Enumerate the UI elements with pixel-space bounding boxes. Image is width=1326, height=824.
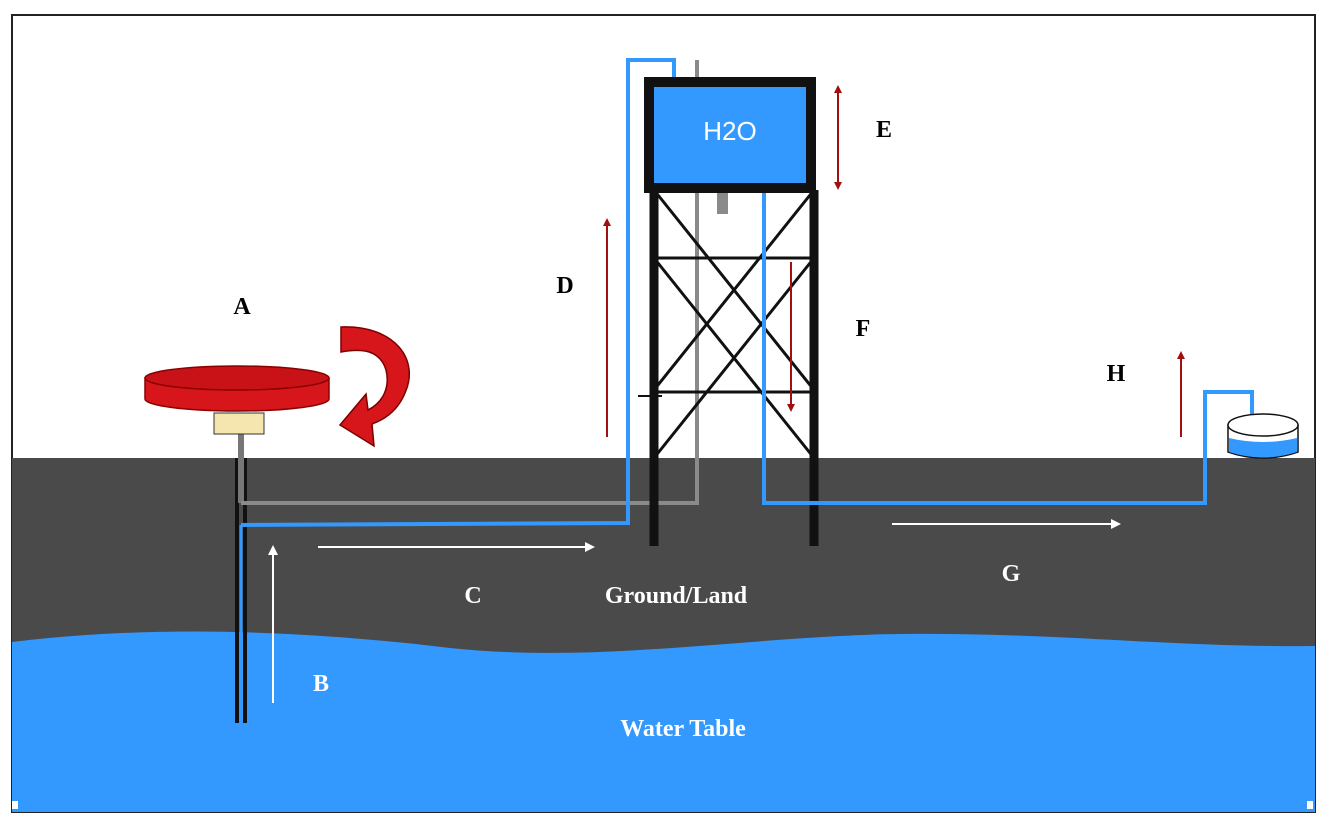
label-a: A [233, 294, 251, 320]
tower-brace [652, 257, 816, 459]
cup-water [1229, 438, 1297, 458]
label-e: E [876, 117, 892, 143]
water-table-label: Water Table [620, 716, 746, 742]
curved-rotation-arrow-icon [338, 326, 410, 448]
label-b: B [313, 671, 329, 697]
blue-distribution-pipe [762, 193, 1254, 505]
label-c: C [464, 583, 481, 609]
water-tank [644, 77, 816, 193]
label-f: F [856, 316, 871, 342]
corner-mark-right [1307, 801, 1313, 809]
tower-brace [652, 189, 816, 391]
cup-rim [1227, 413, 1299, 437]
label-g: G [1002, 561, 1021, 587]
water-tank-icon: H2O [644, 77, 816, 193]
turbine-disc-top [144, 365, 330, 391]
label-h: H [1107, 361, 1126, 387]
blue-supply-pipe [240, 58, 676, 527]
gray-return-pipe [241, 60, 699, 505]
wind-turbine-disc-icon [144, 365, 330, 435]
ground-label: Ground/Land [605, 583, 748, 609]
rotation-arrow-band [338, 326, 410, 448]
water-table-layer [12, 631, 1315, 812]
gray-outlet-stub [717, 193, 728, 214]
label-d: D [556, 273, 573, 299]
water-cup-icon [1227, 413, 1299, 459]
tank-label: H2O [703, 116, 756, 146]
turbine-hub [213, 412, 265, 435]
corner-mark-left [12, 801, 18, 809]
